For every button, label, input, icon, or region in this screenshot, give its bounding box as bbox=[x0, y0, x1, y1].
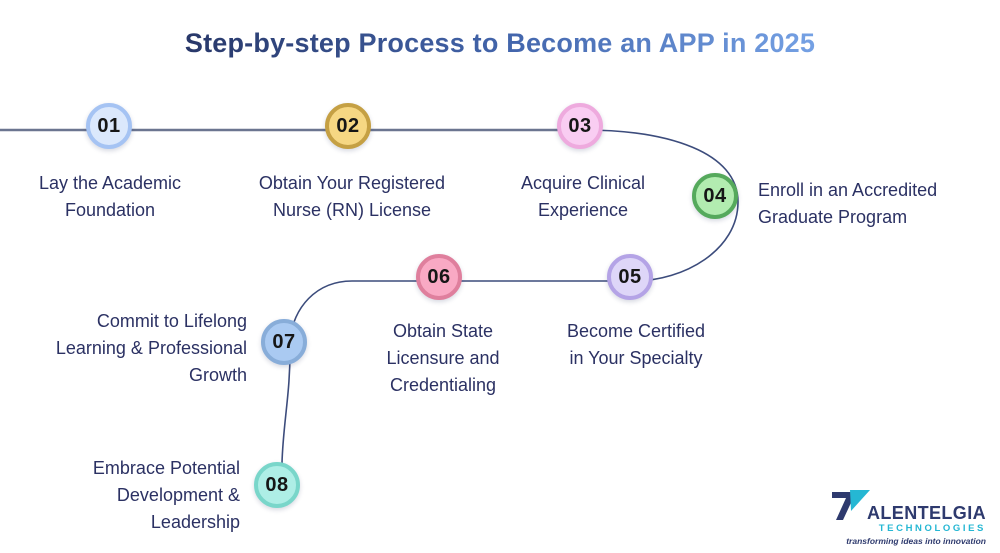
talentelgia-logo-mark-icon bbox=[832, 490, 870, 520]
step-02-circle: 02 bbox=[325, 103, 371, 149]
step-04-label: Enroll in an Accredited Graduate Program bbox=[758, 180, 938, 227]
step-02-number: 02 bbox=[336, 114, 360, 137]
step-01-circle: 01 bbox=[86, 103, 132, 149]
logo-company-name: ALENTELGIA bbox=[867, 503, 986, 523]
step-05-number: 05 bbox=[618, 265, 642, 288]
step-08-label: Embrace Potential Development & Leadersh… bbox=[92, 458, 240, 532]
step-06-label: Obtain State Licensure and Credentialing bbox=[386, 321, 500, 395]
step-05-circle: 05 bbox=[607, 254, 653, 300]
step-08-circle: 08 bbox=[254, 462, 300, 508]
step-01-label: Lay the Academic Foundation bbox=[38, 173, 182, 220]
step-03-number: 03 bbox=[568, 114, 592, 137]
step-03-circle: 03 bbox=[557, 103, 603, 149]
page-title: Step-by-step Process to Become an APP in… bbox=[0, 28, 1000, 59]
step-05-label: Become Certified in Your Specialty bbox=[566, 321, 706, 368]
logo-subtitle: TECHNOLOGIES bbox=[878, 523, 986, 534]
logo-tagline: transforming ideas into innovation bbox=[846, 535, 986, 546]
step-07-number: 07 bbox=[272, 330, 296, 353]
step-04-circle: 04 bbox=[692, 173, 738, 219]
step-06-number: 06 bbox=[427, 265, 451, 288]
step-04-number: 04 bbox=[703, 184, 727, 207]
talentelgia-logo: ALENTELGIA TECHNOLOGIES transforming ide… bbox=[818, 486, 986, 545]
step-02-label: Obtain Your Registered Nurse (RN) Licens… bbox=[258, 173, 446, 220]
step-03-label: Acquire Clinical Experience bbox=[520, 173, 646, 220]
step-07-label: Commit to Lifelong Learning & Profession… bbox=[55, 311, 247, 385]
step-01-number: 01 bbox=[97, 114, 121, 137]
step-06-circle: 06 bbox=[416, 254, 462, 300]
step-08-number: 08 bbox=[265, 473, 289, 496]
step-07-circle: 07 bbox=[261, 319, 307, 365]
